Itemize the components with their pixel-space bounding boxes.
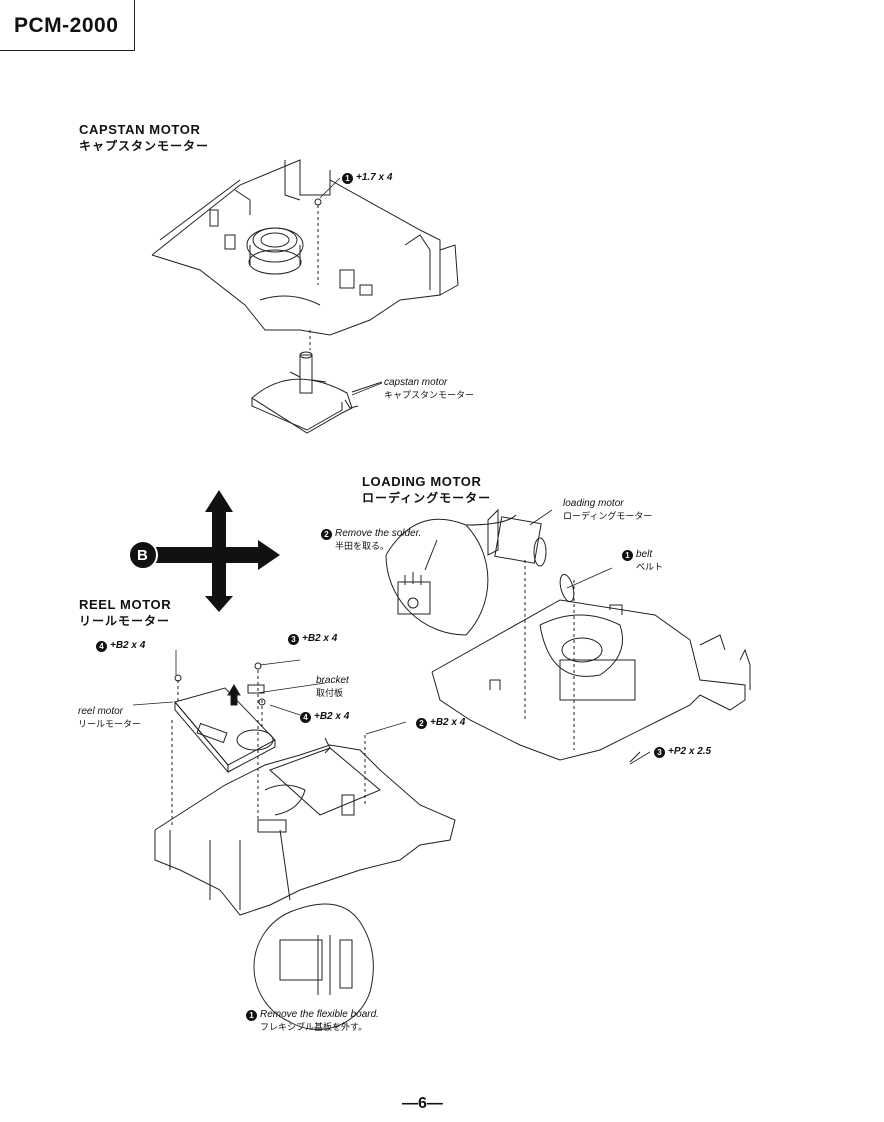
flex-board-en: Remove the flexible board. — [260, 1009, 379, 1020]
reel-screw4b-spec: +B2 x 4 — [314, 711, 350, 722]
bracket-label-jp: 取付板 — [316, 688, 344, 698]
belt-label-en: belt — [636, 549, 653, 560]
belt-label-jp: ベルト — [636, 562, 664, 572]
loading-heading-en: LOADING MOTOR — [362, 474, 482, 489]
reel-screw2-callout: 2+B2 x 4 — [416, 717, 465, 729]
capstan-motor-label: capstan motor キャプスタンモーター — [384, 377, 474, 401]
belt-number: 1 — [622, 550, 633, 561]
loading-solder-inset — [385, 514, 517, 636]
loading-screw-number: 3 — [654, 747, 665, 758]
loading-screw-spec: +P2 x 2.5 — [668, 746, 712, 757]
reel-motor-drawing — [174, 662, 276, 774]
capstan-motor-drawing — [251, 351, 383, 434]
reel-screw3-spec: +B2 x 4 — [302, 633, 338, 644]
flex-board-jp: フレキシブル基板を外す。 — [260, 1022, 368, 1032]
reel-motor-label-en: reel motor — [78, 706, 124, 717]
loading-motor-label-jp: ローディングモーター — [563, 511, 653, 521]
reel-heading-en: REEL MOTOR — [79, 597, 172, 612]
capstan-heading-jp: キャプスタンモーター — [79, 139, 210, 153]
reel-screw2-number: 2 — [416, 718, 427, 729]
direction-b-badge — [128, 540, 158, 570]
capstan-heading: CAPSTAN MOTOR キャプスタンモーター — [79, 122, 209, 154]
reel-screw4-callout: 4+B2 x 4 — [96, 640, 145, 652]
reel-heading: REEL MOTOR リールモーター — [79, 597, 171, 629]
capstan-motor-label-jp: キャプスタンモーター — [384, 390, 475, 400]
reel-heading-jp: リールモーター — [79, 614, 171, 628]
reel-screw4-number: 4 — [96, 641, 107, 652]
direction-arrows — [150, 490, 280, 612]
bracket-label: bracket 取付板 — [316, 675, 349, 699]
reel-motor-label: reel motor リールモーター — [78, 706, 141, 730]
capstan-screw-callout: 1+1.7 x 4 — [342, 172, 392, 184]
leader-lines — [132, 177, 651, 765]
reel-screw3-number: 3 — [288, 634, 299, 645]
capstan-screw-number: 1 — [342, 173, 353, 184]
loading-solder-jp: 半田を取る。 — [335, 541, 390, 551]
loading-solder-number: 2 — [321, 529, 332, 540]
capstan-motor-label-en: capstan motor — [384, 377, 448, 388]
loading-solder-en: Remove the solder. — [335, 528, 422, 539]
reel-screw4b-number: 4 — [300, 712, 311, 723]
loading-screw-callout: 3+P2 x 2.5 — [654, 746, 711, 758]
direction-b-label: B — [137, 547, 148, 564]
loading-heading: LOADING MOTOR ローディングモーター — [362, 474, 491, 506]
page-number: —6— — [402, 1095, 443, 1112]
loading-heading-jp: ローディングモーター — [362, 491, 492, 505]
reel-screw4b-callout: 4+B2 x 4 — [300, 711, 349, 723]
flex-board-inset — [253, 903, 374, 1031]
reel-screw2-spec: +B2 x 4 — [430, 717, 466, 728]
loading-motor-label: loading motor ローディングモーター — [563, 498, 652, 522]
capstan-chassis-drawing — [151, 159, 459, 350]
model-header-box: PCM-2000 — [0, 0, 135, 51]
reel-screw3-callout: 3+B2 x 4 — [288, 633, 337, 645]
loading-motor-label-en: loading motor — [563, 498, 624, 509]
flex-board-number: 1 — [246, 1010, 257, 1021]
reel-motor-label-jp: リールモーター — [78, 719, 142, 729]
capstan-heading-en: CAPSTAN MOTOR — [79, 122, 201, 137]
reel-screw4-spec: +B2 x 4 — [110, 640, 146, 651]
loading-chassis-drawing — [431, 508, 751, 763]
bracket-label-en: bracket — [316, 675, 349, 686]
reel-chassis-drawing — [154, 720, 456, 916]
capstan-screw-spec: +1.7 x 4 — [356, 172, 393, 183]
model-title: PCM-2000 — [14, 14, 119, 37]
